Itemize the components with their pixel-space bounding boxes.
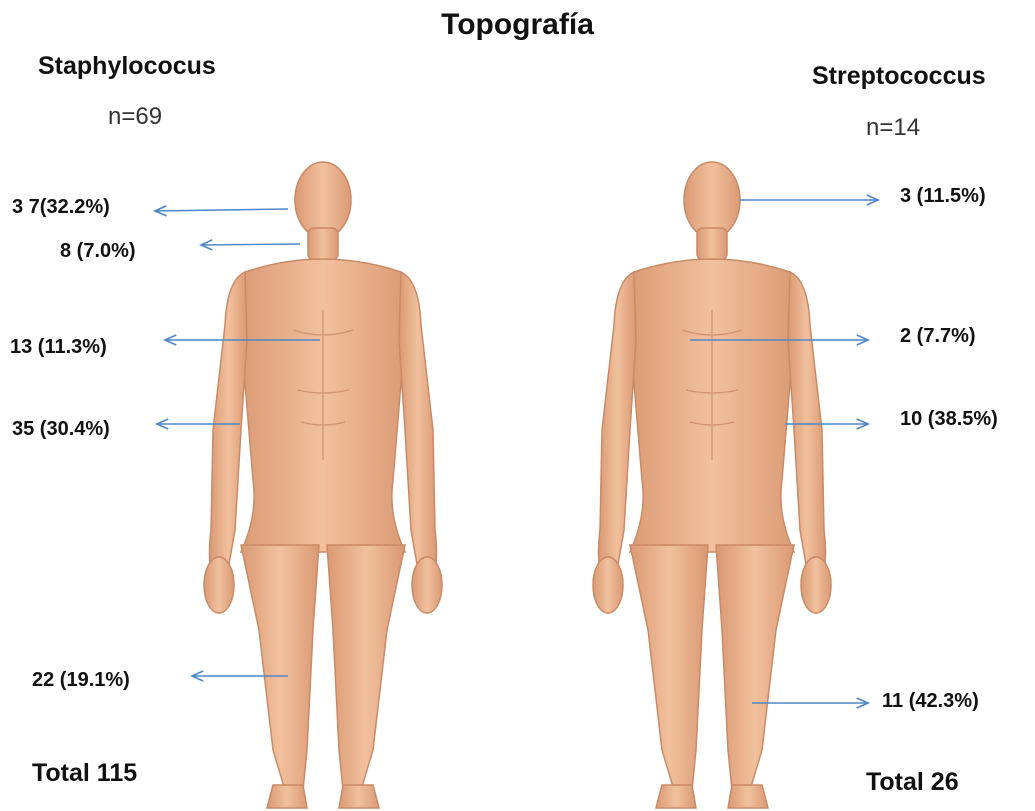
label-arm-strep: 10 (38.5%): [900, 408, 998, 431]
label-leg-staph: 22 (19.1%): [32, 669, 130, 692]
human-figure-left: [204, 162, 442, 808]
label-neck-staph: 8 (7.0%): [60, 240, 136, 263]
label-trunk-strep: 2 (7.7%): [900, 325, 976, 348]
arrow-head-left: [155, 209, 288, 211]
label-head-staph: 3 7(32.2%): [12, 196, 110, 219]
label-head-strep: 3 (11.5%): [900, 185, 986, 208]
total-staph: Total 115: [32, 759, 137, 788]
label-leg-strep: 11 (42.3%): [882, 690, 979, 713]
label-trunk-staph: 13 (11.3%): [10, 336, 107, 359]
total-strep: Total 26: [866, 768, 959, 797]
label-arm-staph: 35 (30.4%): [12, 418, 110, 441]
arrow-neck-left: [201, 244, 300, 245]
human-figure-right: [593, 162, 831, 808]
